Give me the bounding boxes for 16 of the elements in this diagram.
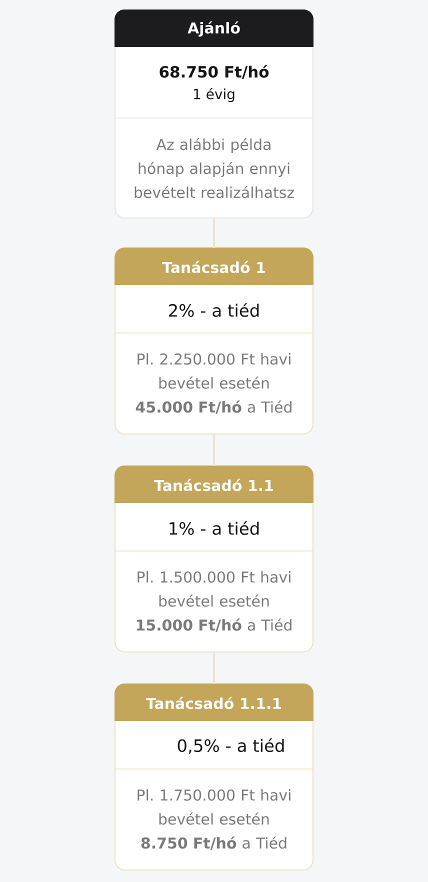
description-text: Az alábbi példa hónap alapján ennyi bevételt realizálhatsz bbox=[134, 138, 294, 198]
card-header: Ajánló bbox=[114, 10, 314, 47]
description-text: Pl. 1.750.000 Ft havi bevétel esetén 8.750 Ft/hó a Tiéd bbox=[138, 789, 290, 850]
amount-text: 1% - a tiéd bbox=[170, 521, 259, 535]
amount-text: 68.750 Ft/hó bbox=[160, 65, 269, 79]
connector-line bbox=[213, 218, 215, 248]
amount-text: 2% - a tiéd bbox=[169, 303, 259, 317]
card-header: Tanácsadó 1.1.1 bbox=[114, 684, 314, 721]
connector-line bbox=[213, 652, 215, 684]
card-header: Tanácsadó 1.1 bbox=[114, 466, 314, 503]
card-header: Tanácsadó 1 bbox=[114, 248, 314, 285]
description-text: Pl. 2.250.000 Ft havi bevétel esetén 45.000 Ft/hó a Tiéd bbox=[136, 353, 292, 414]
description-text: Pl. 1.500.000 Ft havi bevétel esetén 15.000 Ft/hó a Tiéd bbox=[136, 571, 292, 632]
connector-line bbox=[213, 434, 215, 466]
amount-text: 1 évig bbox=[194, 88, 234, 102]
amount-text: 0,5% - a tiéd bbox=[178, 738, 284, 754]
